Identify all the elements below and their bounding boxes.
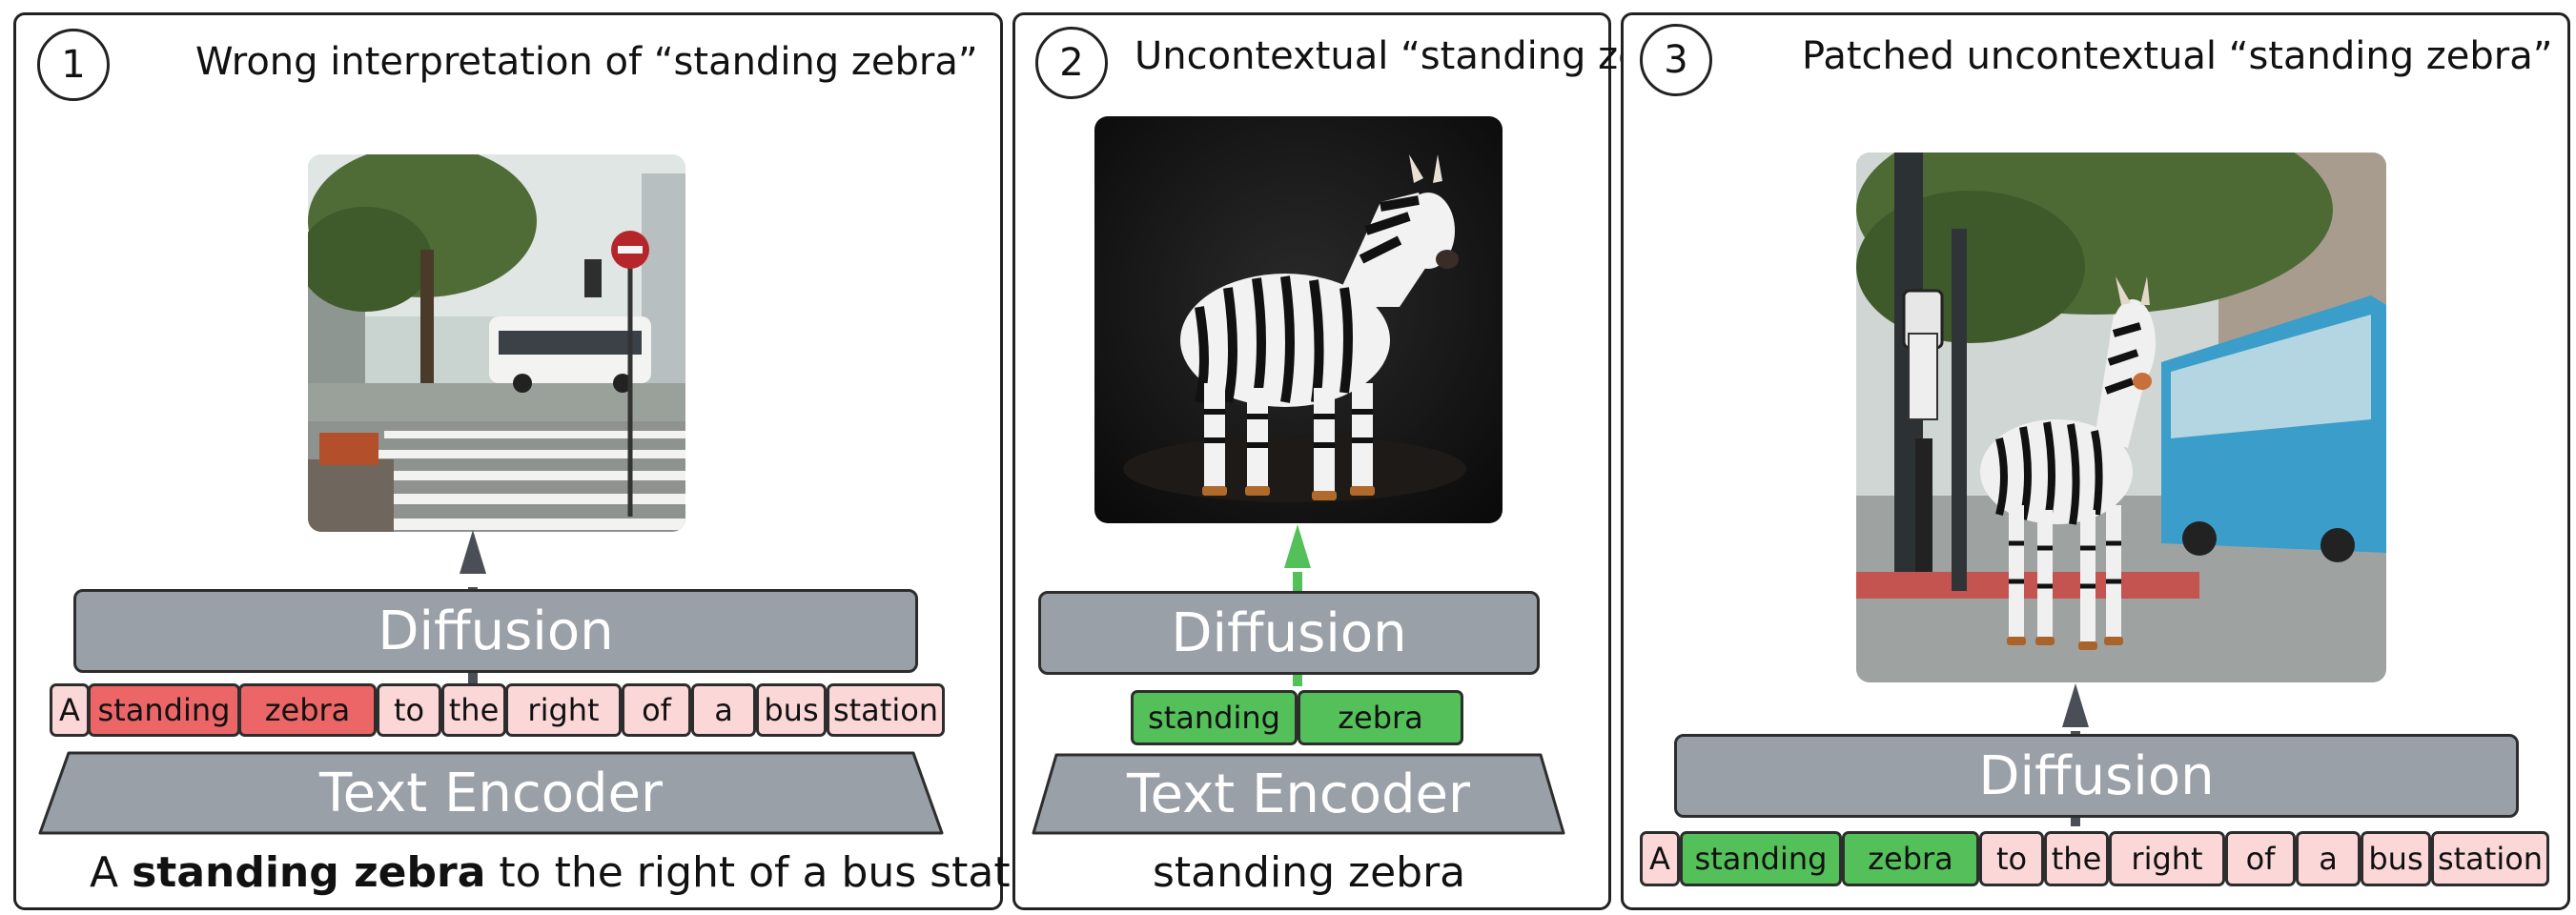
token-standing: standing bbox=[88, 683, 240, 737]
token-station: station bbox=[827, 683, 945, 737]
token-the-3: the bbox=[2044, 831, 2109, 886]
diffusion-block-1: Diffusion bbox=[73, 589, 918, 673]
panel-3-title: Patched uncontextual “standing zebra” bbox=[1802, 34, 2553, 78]
step-number-2: 2 bbox=[1035, 27, 1108, 99]
prompt-1-start: A bbox=[90, 848, 119, 897]
token-bus-3: bus bbox=[2361, 831, 2431, 886]
panel-1-title: Wrong interpretation of “standing zebra” bbox=[195, 40, 978, 84]
prompt-1-end: to the right of a bus station bbox=[499, 848, 1074, 897]
token-a-3b: a bbox=[2296, 831, 2361, 886]
token-standing-3: standing bbox=[1680, 831, 1842, 886]
text-encoder-shape-2 bbox=[1032, 753, 1565, 835]
token-zebra-3: zebra bbox=[1842, 831, 1979, 886]
token-right-3: right bbox=[2109, 831, 2225, 886]
diffusion-block-3: Diffusion bbox=[1674, 734, 2519, 818]
token-a-2: a bbox=[691, 683, 756, 737]
text-encoder-label-1: Text Encoder bbox=[318, 762, 663, 824]
token-the: the bbox=[441, 683, 506, 737]
text-encoder-block-2: Text Encoder bbox=[1032, 753, 1565, 835]
text-encoder-shape-1 bbox=[38, 751, 944, 835]
image-uncontextual-zebra bbox=[1094, 116, 1503, 523]
token-right: right bbox=[505, 683, 622, 737]
diffusion-block-2: Diffusion bbox=[1038, 591, 1540, 675]
token-of-3: of bbox=[2225, 831, 2296, 886]
prompt-text-2: standing zebra bbox=[1153, 848, 1466, 897]
zebra-street-picture bbox=[1856, 152, 2386, 682]
token-a: A bbox=[50, 683, 90, 737]
text-encoder-block-1: Text Encoder bbox=[38, 751, 944, 835]
token-station-3: station bbox=[2431, 831, 2549, 886]
token-zebra: zebra bbox=[238, 683, 377, 737]
zebra-dark-background-picture bbox=[1094, 116, 1503, 523]
token-standing-2: standing bbox=[1131, 690, 1298, 745]
street-scene-picture bbox=[308, 154, 685, 532]
token-zebra-2: zebra bbox=[1298, 690, 1463, 745]
token-a-3: A bbox=[1640, 831, 1680, 886]
token-of: of bbox=[622, 683, 691, 737]
text-encoder-label-2: Text Encoder bbox=[1126, 762, 1470, 825]
token-to-3: to bbox=[1979, 831, 2044, 886]
step-number-3: 3 bbox=[1640, 24, 1712, 96]
step-number-1: 1 bbox=[37, 29, 110, 101]
token-to: to bbox=[377, 683, 441, 737]
image-patched-zebra bbox=[1856, 152, 2386, 682]
prompt-1-highlight: standing zebra bbox=[132, 848, 486, 897]
prompt-text-1: A standing zebra to the right of a bus s… bbox=[90, 848, 1074, 897]
image-wrong-interpretation bbox=[308, 154, 685, 532]
token-bus: bus bbox=[756, 683, 827, 737]
